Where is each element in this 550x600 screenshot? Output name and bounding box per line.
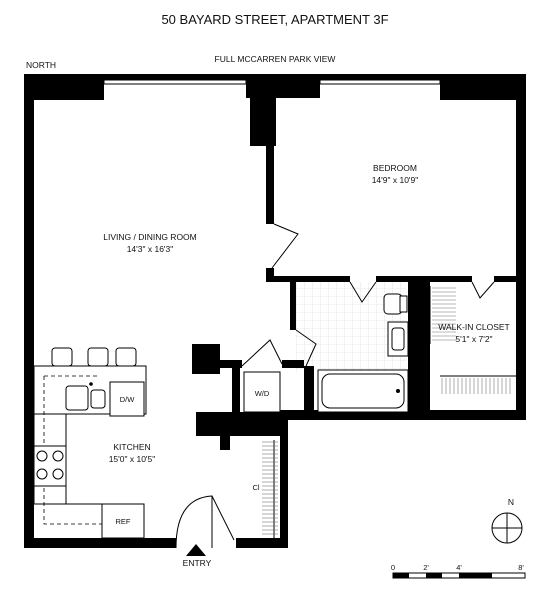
bathtub [317,369,409,413]
hall-closet-label: Cl [252,483,259,492]
hall-closet-shelving [262,440,278,538]
plan-title: 50 BAYARD STREET, APARTMENT 3F [161,12,388,27]
kitchen-dims: 15'0" x 10'5" [109,454,156,464]
toilet [383,293,408,315]
dishwasher-label: D/W [120,395,136,404]
refrigerator-label: REF [116,517,131,526]
refrigerator [101,503,145,539]
stove [33,445,67,487]
compass-label: N [508,497,514,507]
entry-arrow-icon [186,544,206,556]
scale-tick-3: 8' [518,563,524,572]
scale-tick-0: 0 [391,563,395,572]
windows [103,79,441,85]
closet-name: WALK-IN CLOSET [438,322,509,332]
closet-dims: 5'1" x 7'2" [455,334,492,344]
vanity-sink [387,321,409,357]
compass-icon [491,512,523,544]
dishwasher [109,381,145,417]
kitchen-dashed-outline [43,375,102,525]
living-room-name: LIVING / DINING ROOM [103,232,197,242]
interior-walls [192,98,524,450]
scale-tick-1: 2' [423,563,429,572]
bedroom-dims: 14'9" x 10'9" [372,175,419,185]
entry-label: ENTRY [183,558,212,568]
doors [175,223,495,549]
living-room-dims: 14'3" x 16'3" [127,244,174,254]
washer-dryer-label: W/D [255,389,270,398]
north-label: NORTH [26,60,56,70]
kitchen-name: KITCHEN [113,442,150,452]
exterior-walls [24,74,526,548]
scale-tick-2: 4' [456,563,462,572]
kitchen-sink [65,382,106,411]
dining-chairs [51,347,137,367]
scale-bar [392,572,526,579]
bedroom-name: BEDROOM [373,163,417,173]
closet-shelving [429,286,516,394]
washer-dryer [243,371,281,413]
view-label: FULL MCCARREN PARK VIEW [215,54,336,64]
